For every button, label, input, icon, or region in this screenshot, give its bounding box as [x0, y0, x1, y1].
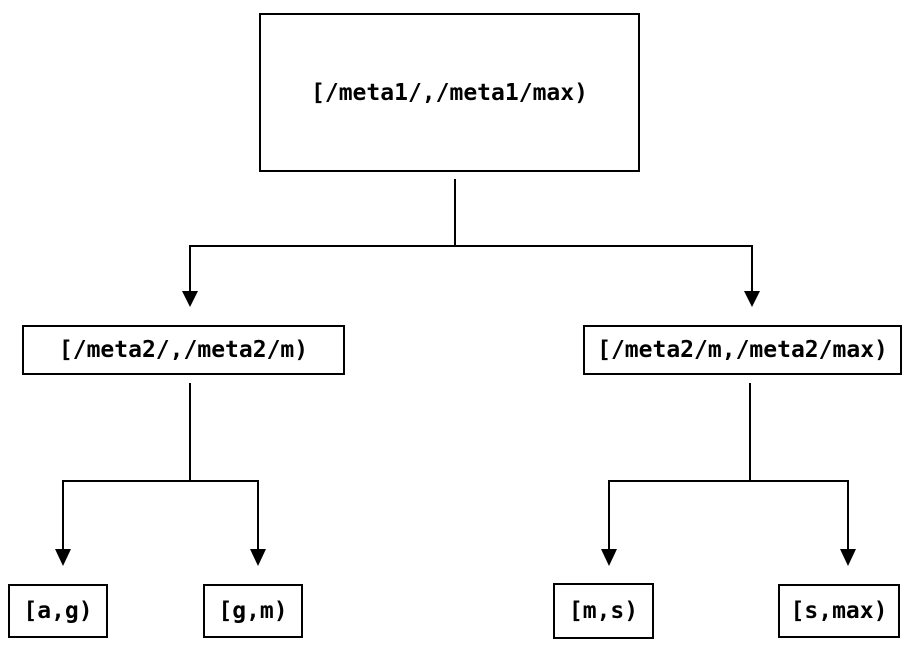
node-label: [/meta2/m,/meta2/max) — [597, 337, 888, 363]
arrowhead-down-icon — [182, 291, 198, 307]
node-meta2-high-range: [/meta2/m,/meta2/max) — [583, 325, 902, 375]
node-root-range: [/meta1/,/meta1/max) — [259, 13, 640, 172]
node-label: [m,s) — [568, 598, 639, 624]
node-label: [a,g) — [23, 598, 93, 624]
node-label: [/meta2/,/meta2/m) — [58, 337, 309, 363]
node-leaf-g-m: [g,m) — [203, 584, 303, 638]
arrowhead-down-icon — [840, 549, 856, 566]
node-leaf-a-g: [a,g) — [8, 584, 108, 638]
arrowhead-down-icon — [601, 549, 617, 566]
node-leaf-m-s: [m,s) — [553, 583, 654, 639]
node-label: [g,m) — [218, 598, 288, 624]
arrowhead-down-icon — [744, 291, 760, 307]
node-meta2-low-range: [/meta2/,/meta2/m) — [22, 325, 345, 375]
node-leaf-s-max: [s,max) — [778, 584, 900, 638]
arrowhead-down-icon — [250, 549, 266, 566]
node-label: [/meta1/,/meta1/max) — [311, 79, 588, 106]
node-label: [s,max) — [790, 598, 888, 624]
arrowhead-down-icon — [55, 549, 71, 566]
